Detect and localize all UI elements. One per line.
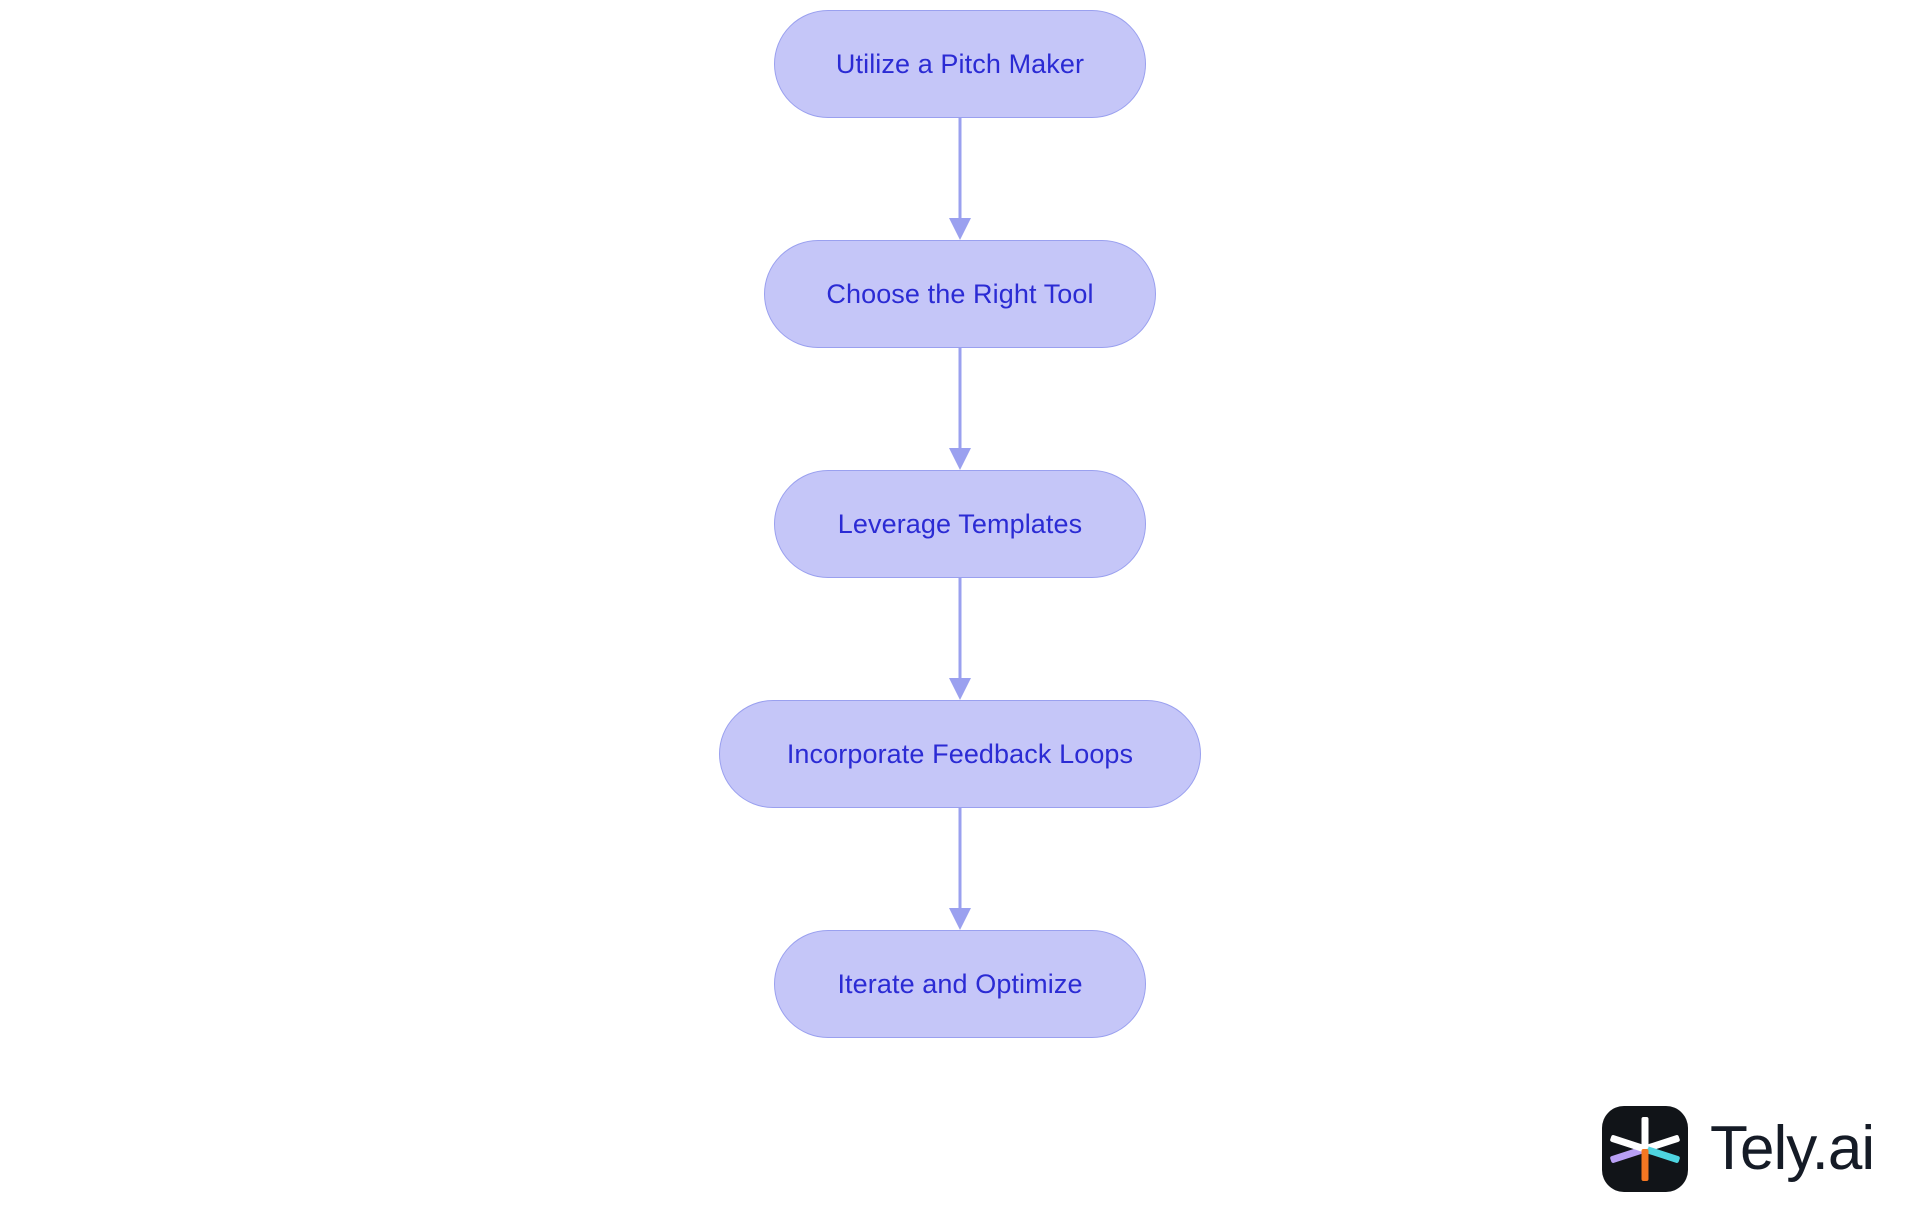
logo-ray-down [1641, 1149, 1649, 1181]
arrow-stem [958, 348, 962, 452]
arrow-head-icon [949, 218, 971, 240]
flow-arrow-3-to-4 [948, 578, 972, 700]
flow-arrow-2-to-3 [948, 348, 972, 470]
logo-wordmark: Tely.ai [1710, 1114, 1875, 1183]
arrow-stem [958, 808, 962, 912]
arrow-stem [958, 118, 962, 222]
flow-node-utilize-a-pitch-maker[interactable]: Utilize a Pitch Maker [774, 10, 1146, 118]
flow-node-label: Utilize a Pitch Maker [835, 48, 1085, 79]
flow-arrow-1-to-2 [948, 118, 972, 240]
arrow-head-icon [949, 678, 971, 700]
flow-node-iterate-and-optimize[interactable]: Iterate and Optimize [774, 930, 1146, 1038]
flow-node-incorporate-feedback-loops[interactable]: Incorporate Feedback Loops [719, 700, 1201, 808]
logo-ray-up [1641, 1117, 1649, 1149]
arrow-head-icon [949, 908, 971, 930]
arrow-stem [958, 578, 962, 682]
logo-ray-lower-right [1643, 1145, 1681, 1164]
arrow-head-icon [949, 448, 971, 470]
flow-node-label: Leverage Templates [837, 508, 1083, 539]
flow-node-label: Choose the Right Tool [826, 278, 1094, 309]
flow-node-choose-the-right-tool[interactable]: Choose the Right Tool [764, 240, 1156, 348]
flow-arrow-4-to-5 [948, 808, 972, 930]
flow-node-leverage-templates[interactable]: Leverage Templates [774, 470, 1146, 578]
flow-node-column: Utilize a Pitch Maker Choose the Right T… [0, 10, 1920, 1038]
flow-node-label: Iterate and Optimize [837, 968, 1083, 999]
tely-ai-logo: Tely.ai [1602, 1106, 1875, 1192]
tely-asterisk-icon [1602, 1106, 1688, 1192]
flow-node-label: Incorporate Feedback Loops [786, 738, 1134, 769]
